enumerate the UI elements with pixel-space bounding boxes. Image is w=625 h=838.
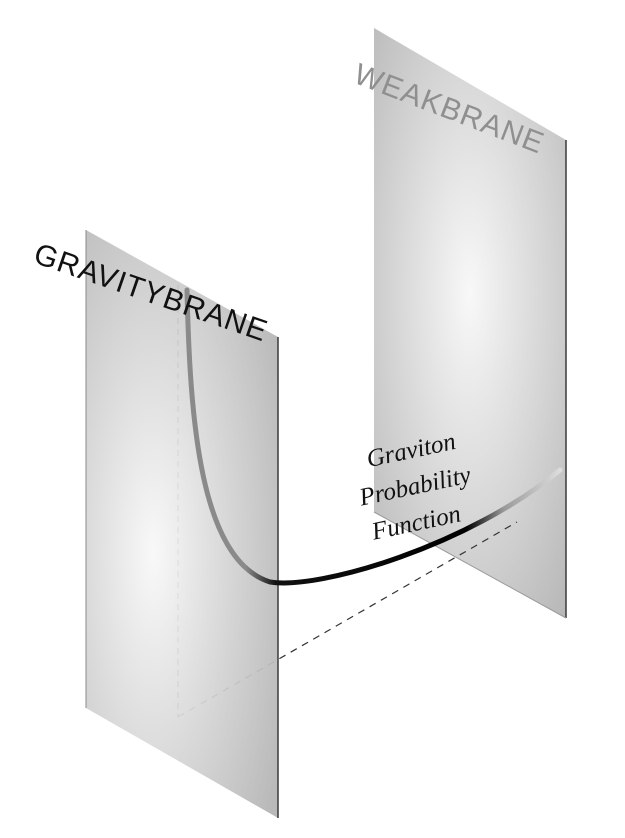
graviton-probability-curve — [184, 287, 563, 586]
weak-brane-plane — [374, 28, 566, 618]
gravity-brane-plane — [86, 230, 278, 818]
weak-brane-bottom-edge — [373, 511, 567, 619]
